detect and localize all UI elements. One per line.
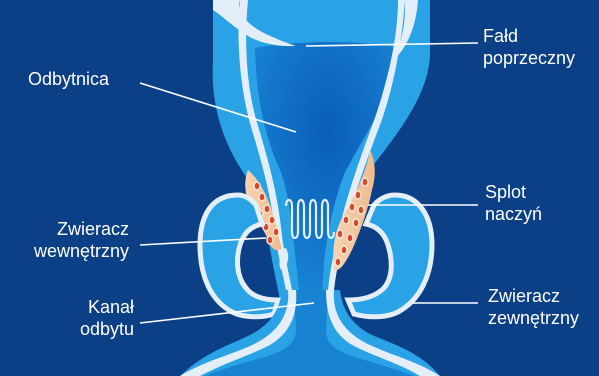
- label-splot-line2: naczyń: [485, 204, 542, 225]
- label-kanal-line2: odbytu: [80, 319, 134, 340]
- label-fald-line2: poprzeczny: [483, 48, 575, 69]
- label-zwieracz-zew-line1: Zwieracz: [488, 286, 560, 307]
- label-zwieracz-zew-line2: zewnętrzny: [488, 308, 579, 329]
- label-kanal-line1: Kanał: [88, 297, 134, 318]
- label-splot-line1: Splot: [485, 182, 526, 203]
- label-zwieracz-wew-line2: wewnętrzny: [34, 241, 129, 262]
- label-odbytnica: Odbytnica: [28, 69, 109, 90]
- label-fald-line1: Fałd: [483, 26, 518, 47]
- label-zwieracz-wew-line1: Zwieracz: [57, 219, 129, 240]
